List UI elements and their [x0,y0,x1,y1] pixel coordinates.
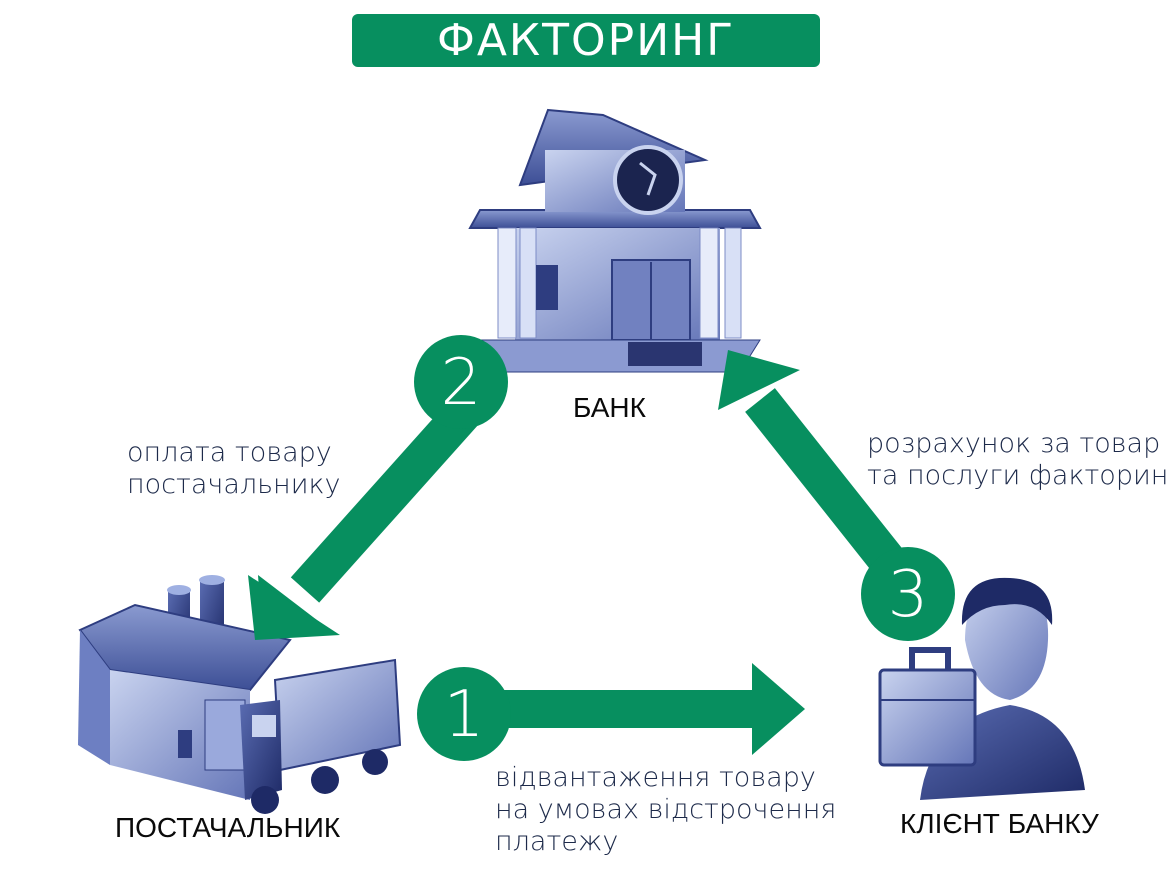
step-3-badge: 3 [861,547,955,641]
step-3-line-1: розрахунок за товар [867,428,1161,459]
step-1-line-3: платежу [495,826,619,857]
step-1-description: відвантаження товару на умовах відстроче… [495,762,836,858]
page-title: ФАКТОРИНГ [436,15,736,66]
step-1-number: 1 [444,678,485,752]
step-3-description: розрахунок за товар та послуги факторинг… [867,428,1167,492]
step-1-line-2: на умовах відстрочення [495,794,837,825]
arrow-step-1 [480,663,805,755]
title-banner: ФАКТОРИНГ [352,14,820,67]
step-2-line-2: постачальнику [127,469,341,500]
step-2-description: оплата товару постачальнику [127,437,341,501]
step-1-line-1: відвантаження товару [495,762,816,793]
supplier-label: ПОСТАЧАЛЬНИК [115,812,341,843]
step-2-badge: 2 [414,335,508,429]
supplier-illustration [78,575,402,814]
step-1-badge: 1 [417,667,511,761]
bank-illustration [468,108,762,373]
step-3-number: 3 [888,558,929,632]
step-2-line-1: оплата товару [127,437,332,468]
step-3-line-2: та послуги факторингу [867,460,1167,491]
bank-label: БАНК [573,392,646,423]
arrow-step-2 [248,387,490,640]
client-illustration [878,577,1085,800]
arrow-step-3 [718,350,910,582]
step-2-number: 2 [441,346,482,420]
client-label: КЛІЄНТ БАНКУ [900,808,1099,839]
